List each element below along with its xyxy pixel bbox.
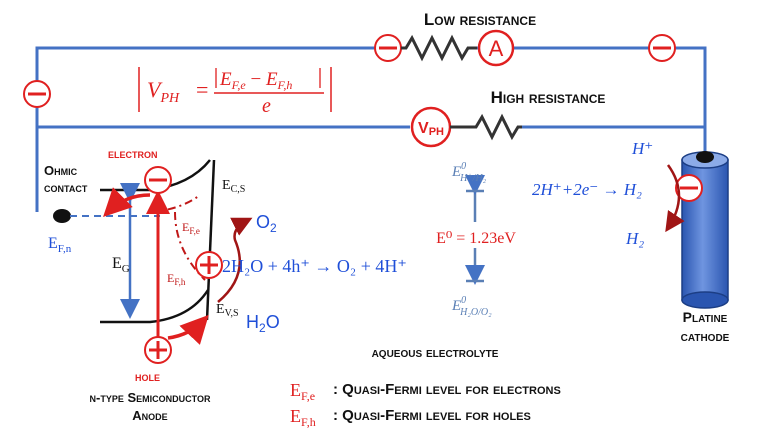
- ammeter: A: [477, 29, 515, 67]
- cathode-electron-circle: [675, 174, 703, 202]
- anode-caption-2: Anode: [132, 408, 167, 423]
- minus-sign-top-right: [648, 34, 676, 62]
- electrolyte-label: aqueous electrolyte: [372, 344, 499, 360]
- oxidation-reaction: 2H₂O + 4h⁺ → O₂ + 4H⁺: [222, 256, 407, 276]
- h-plus-label: H⁺: [631, 139, 653, 158]
- valence-band: [100, 289, 210, 324]
- svg-text:=: =: [196, 77, 208, 102]
- interface-line: [205, 159, 216, 321]
- electron-label: electron: [108, 146, 158, 161]
- svg-text:VPH: VPH: [418, 120, 444, 138]
- cathode-caption-2: cathode: [681, 328, 730, 344]
- voltmeter-sub: PH: [429, 126, 444, 138]
- svg-text:EF,e − EF,h: EF,e − EF,h: [219, 69, 292, 92]
- legend: EF,e : Quasi-Fermi level for electrons E…: [290, 380, 561, 429]
- efn-label: EF,n: [48, 235, 72, 255]
- voltmeter-label: V: [418, 120, 429, 137]
- legend-text-2: : Quasi-Fermi level for holes: [333, 407, 531, 424]
- quasi-fermi-hole-line: [174, 211, 206, 281]
- photovoltage-formula: VPH = EF,e − EF,h e: [138, 67, 332, 117]
- hole-label: hole: [135, 369, 160, 384]
- h2o-label: H2O: [246, 312, 280, 335]
- efe-label: EF,e: [182, 220, 200, 236]
- minus-sign-left-wire: [23, 80, 51, 108]
- low-resistance-label: Low resistance: [424, 10, 536, 29]
- legend-symbol-2: EF,h: [290, 406, 316, 429]
- ohmic-contact-label-1: Ohmic: [44, 163, 78, 178]
- low-resistor: [401, 34, 477, 62]
- legend-text-1: : Quasi-Fermi level for electrons: [333, 381, 561, 398]
- high-resistor: [450, 113, 522, 141]
- legend-symbol-1: EF,e: [290, 380, 315, 403]
- reduction-reaction: 2H⁺+2e⁻ → H₂: [532, 180, 642, 199]
- minus-sign-top-left: [374, 34, 402, 62]
- anode-caption-1: n-type Semiconductor: [90, 390, 211, 405]
- hydrogen-evolution-arrow: [665, 164, 685, 233]
- ecs-label: EC,S: [222, 178, 245, 195]
- svg-text:e: e: [262, 95, 271, 117]
- circuit-wires: [35, 46, 707, 212]
- h2-label: H₂: [625, 229, 644, 248]
- cathode-caption-1: Platine: [683, 309, 728, 325]
- evs-label: EV,S: [216, 302, 239, 319]
- o2-label: O2: [256, 212, 277, 235]
- oxygen-evolution-arrow: [217, 217, 253, 303]
- redox-potential-scale: [465, 175, 485, 285]
- electron-circle: [144, 166, 172, 194]
- high-resistance-label: High resistance: [491, 88, 606, 107]
- surface-hole-circle: [195, 251, 223, 279]
- electron-flow-arrow: [103, 187, 151, 217]
- efh-label: EF,h: [167, 271, 186, 287]
- voltmeter: VPH: [410, 106, 452, 148]
- ohmic-contact-dot: [53, 209, 71, 223]
- ammeter-label: A: [489, 36, 504, 61]
- svg-text:VPH: VPH: [147, 77, 180, 106]
- e0-value: E⁰ = 1.23eV: [436, 230, 516, 247]
- hole-circle: [144, 336, 172, 364]
- ohmic-contact-label-2: contact: [44, 180, 88, 195]
- hole-flow-arrow: [167, 314, 209, 345]
- eg-label: EG: [112, 255, 130, 275]
